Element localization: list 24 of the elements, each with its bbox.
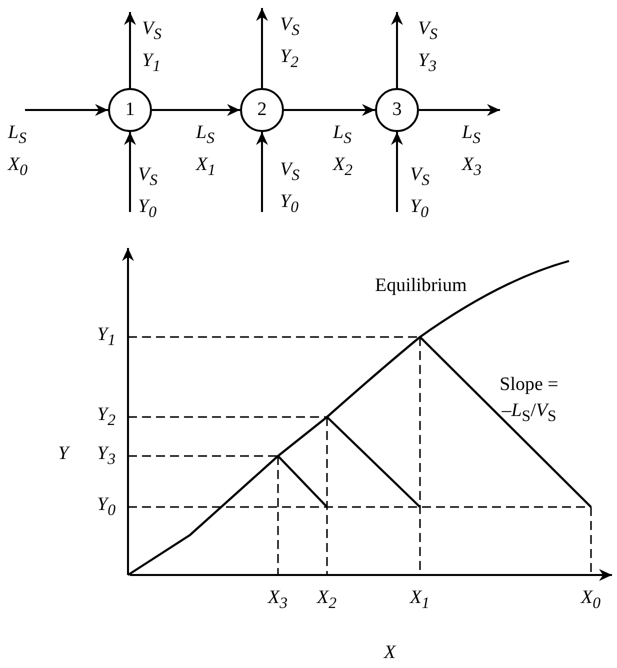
- stream-arrow: [124, 12, 136, 88]
- stage-circle: 3: [375, 88, 419, 132]
- edge-label: V$_{S}$ Y$_{0}$: [280, 158, 301, 218]
- edge-label: L$_{S}$ X$_{2}$: [333, 121, 354, 181]
- stream-arrow: [284, 104, 375, 116]
- edge-label: L$_{S}$ X$_{1}$: [196, 121, 217, 181]
- stream-arrow: [256, 8, 268, 88]
- stage-circle: 1: [108, 88, 152, 132]
- stream-arrow: [391, 12, 403, 88]
- stream-arrow: [419, 104, 500, 116]
- edge-label: V$_{S}$ Y$_{0}$: [410, 163, 431, 223]
- edge-label: V$_{S}$ Y$_{0}$: [138, 163, 159, 223]
- stream-arrow: [25, 104, 108, 116]
- stream-arrow: [391, 132, 403, 212]
- edge-label: L$_{S}$ X$_{3}$: [462, 121, 483, 181]
- slope-annotation: Slope = –L$_{S}$/V$_{S}$: [498, 373, 560, 427]
- edge-label: V$_{S}$ Y$_{2}$: [280, 13, 301, 73]
- edge-label: V$_{S}$ Y$_{3}$: [418, 17, 439, 77]
- stream-arrow: [152, 104, 240, 116]
- stage-circle: 2: [240, 88, 284, 132]
- stream-arrow: [256, 132, 268, 212]
- stream-arrow: [124, 132, 136, 212]
- edge-label: V$_{S}$ Y$_{1}$: [142, 17, 163, 77]
- edge-label: L$_{S}$ X$_{0}$: [8, 121, 29, 181]
